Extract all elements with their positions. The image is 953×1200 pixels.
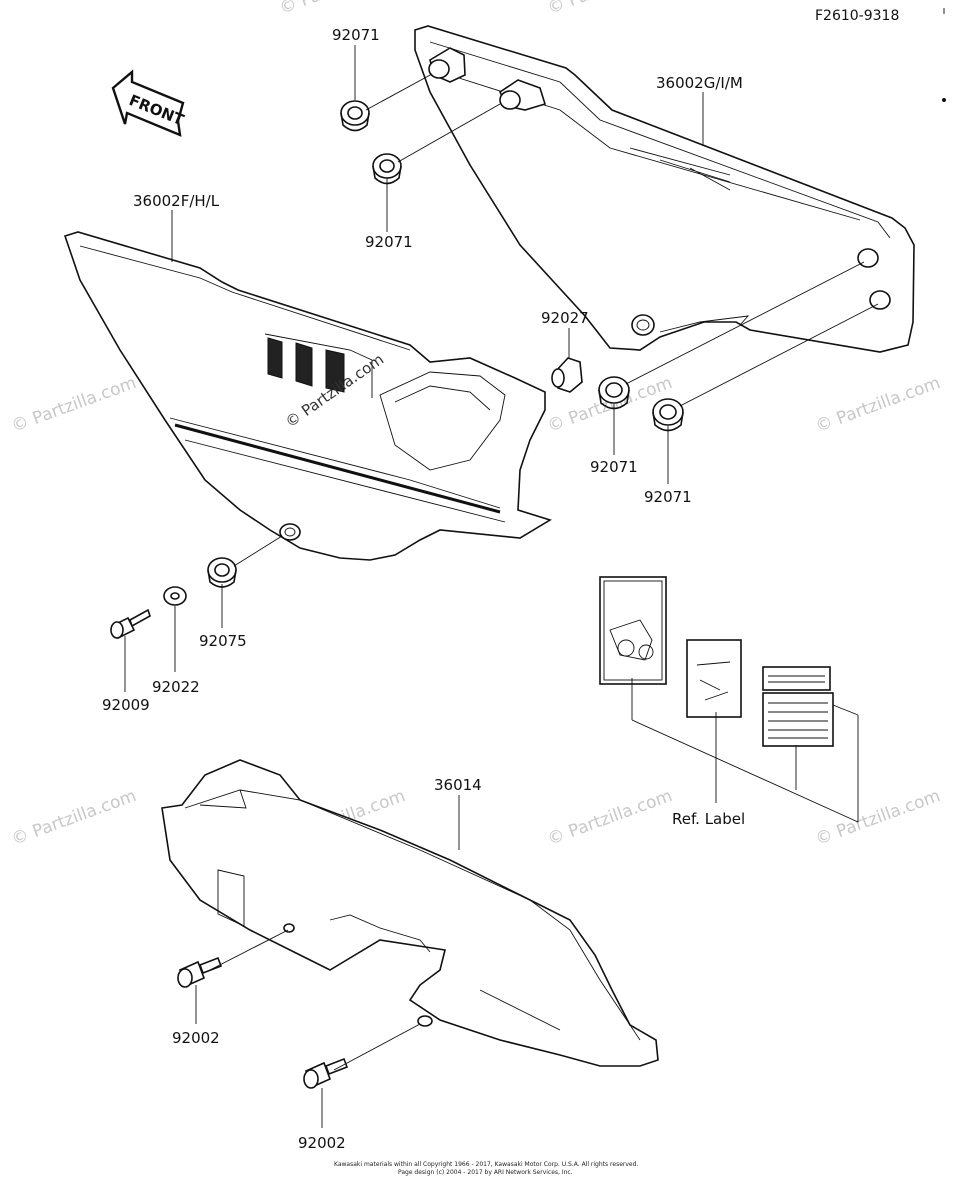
footer-copyright-1: Kawasaki materials within all Copyright … [334,1161,638,1168]
grommet-top-1 [340,100,370,132]
label-bolt-chain-1: 92002 [172,1029,220,1047]
right-side-cover [414,25,915,353]
watermark: © Partzilla.com [813,373,943,437]
label-grommet-lower: 92075 [199,632,247,650]
label-grommet-right-1: 92071 [590,458,638,476]
label-chain-cover: 36014 [434,776,482,794]
label-ref-label: Ref. Label [672,810,745,828]
border-dot [942,98,946,102]
bolt-92002-1 [177,956,223,988]
diagram-code: F2610-9318 [815,8,899,24]
part-labels: 92071 36002G/I/M 36002F/H/L 92071 92027 … [102,26,745,1152]
label-damper: 92027 [541,309,589,327]
label-left-cover: 36002F/H/L [133,192,220,210]
bolt-92002-2 [303,1057,349,1089]
label-bolt-chain-2: 92002 [298,1134,346,1152]
chain-cover [161,759,659,1067]
footer-copyright-2: Page design (c) 2004 - 2017 by ARI Netwo… [398,1169,573,1176]
grommet-lower-92075 [207,557,237,588]
watermark: © Partzilla.com [9,786,139,850]
label-grommet-right-2: 92071 [644,488,692,506]
label-bolt-small: 92009 [102,696,150,714]
label-washer: 92022 [152,678,200,696]
bolt-92009 [110,608,151,640]
watermark: © Partzilla.com [545,0,675,19]
label-grommet-top-2: 92071 [365,233,413,251]
washer-92022 [163,586,187,606]
watermark: © Partzilla.com [9,373,139,437]
front-arrow: FRONT [111,69,187,137]
watermark: © Partzilla.com [277,0,407,19]
grommet-top-2 [372,153,402,185]
left-side-cover: © Partzilla.com [63,231,552,561]
leader-lines [124,45,879,1128]
grommet-right-2 [652,398,684,432]
watermark: © Partzilla.com [813,786,943,850]
label-grommet-top-1: 92071 [332,26,380,44]
damper-92027 [551,357,583,393]
label-decals [599,576,834,747]
label-right-cover: 36002G/I/M [656,74,743,92]
watermark: © Partzilla.com [545,786,675,850]
